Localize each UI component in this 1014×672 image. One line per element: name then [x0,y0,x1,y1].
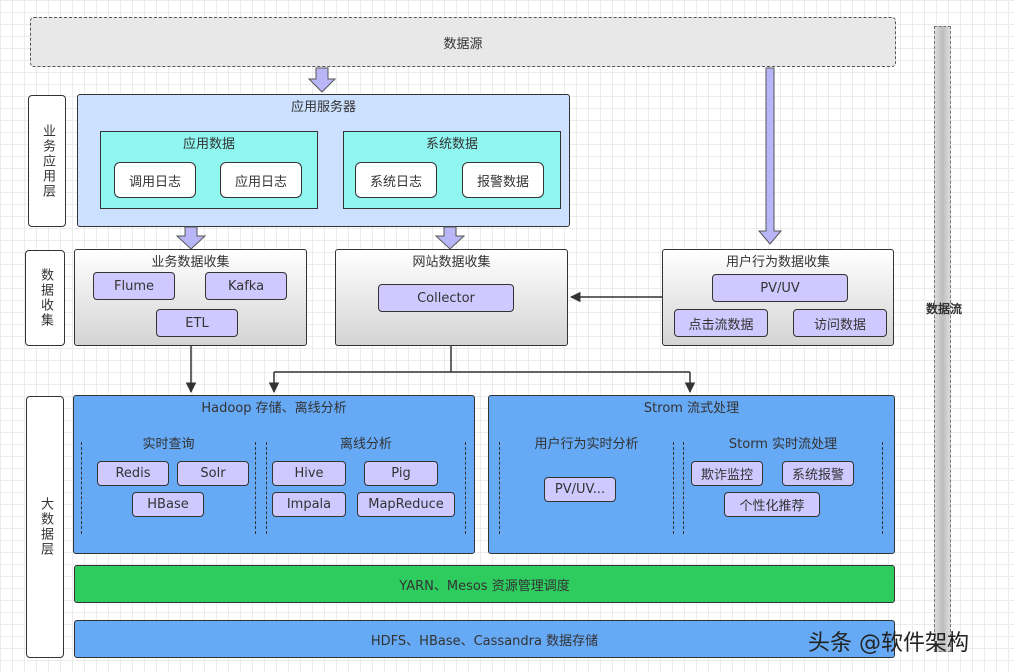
source-to-user-arrow [757,67,783,245]
user-realtime-title: 用户行为实时分析 [534,437,639,452]
offline-analysis-group [266,442,466,534]
clickstream-node: 点击流数据 [674,309,768,337]
watermark: 头条 @软件架构 [808,631,969,656]
collector-node: Collector [378,284,514,312]
layer-data-collection: 数据收集 [25,250,65,346]
storm-realtime-title: Storm 实时流处理 [728,437,838,452]
app-data-title: 应用数据 [182,137,235,152]
source-to-app-arrow [307,67,337,93]
user-collect-title: 用户行为数据收集 [725,255,830,270]
flume-node: Flume [93,272,175,300]
strom-title: Strom 流式处理 [643,401,740,416]
pig-node: Pig [364,461,438,486]
realtime-query-title: 实时查询 [142,437,195,452]
call-log-node: 调用日志 [114,162,196,198]
personalized-rec-node: 个性化推荐 [724,492,820,517]
pvuv-node: PV/UV [712,274,848,302]
layer-big-data: 大数据层 [26,396,64,658]
hdfs-bar: HDFS、HBase、Cassandra 数据存储 [74,620,895,658]
web-collect-title: 网站数据收集 [412,255,491,270]
pvuv-realtime-node: PV/UV... [544,477,616,502]
layer-business-app: 业务应用层 [28,95,66,227]
alarm-data-node: 报警数据 [462,162,544,198]
data-source-label: 数据源 [443,36,483,52]
app-to-web-arrow [434,226,466,250]
data-flow-bar [934,26,951,652]
storm-realtime-group [683,442,883,534]
fraud-monitor-node: 欺诈监控 [691,461,763,486]
yarn-bar: YARN、Mesos 资源管理调度 [74,565,895,603]
data-source-banner: 数据源 [30,17,896,67]
etl-node: ETL [156,309,238,337]
hbase-node: HBase [132,492,204,517]
kafka-node: Kafka [205,272,287,300]
hadoop-title: Hadoop 存储、离线分析 [201,401,347,416]
redis-node: Redis [97,461,169,486]
realtime-query-group [81,442,256,534]
system-log-node: 系统日志 [355,162,437,198]
app-to-business-arrow [175,226,207,250]
data-flow-label: 数据流 [925,302,962,316]
mapreduce-node: MapReduce [357,492,455,517]
impala-node: Impala [272,492,346,517]
user-realtime-group [499,442,674,534]
app-log-node: 应用日志 [220,162,302,198]
app-server-title: 应用服务器 [290,100,356,115]
system-data-title: 系统数据 [425,137,478,152]
access-data-node: 访问数据 [793,309,887,337]
business-collect-title: 业务数据收集 [151,255,230,270]
solr-node: Solr [177,461,249,486]
hive-node: Hive [272,461,346,486]
offline-analysis-title: 离线分析 [339,437,392,452]
system-alarm-node: 系统报警 [782,461,854,486]
